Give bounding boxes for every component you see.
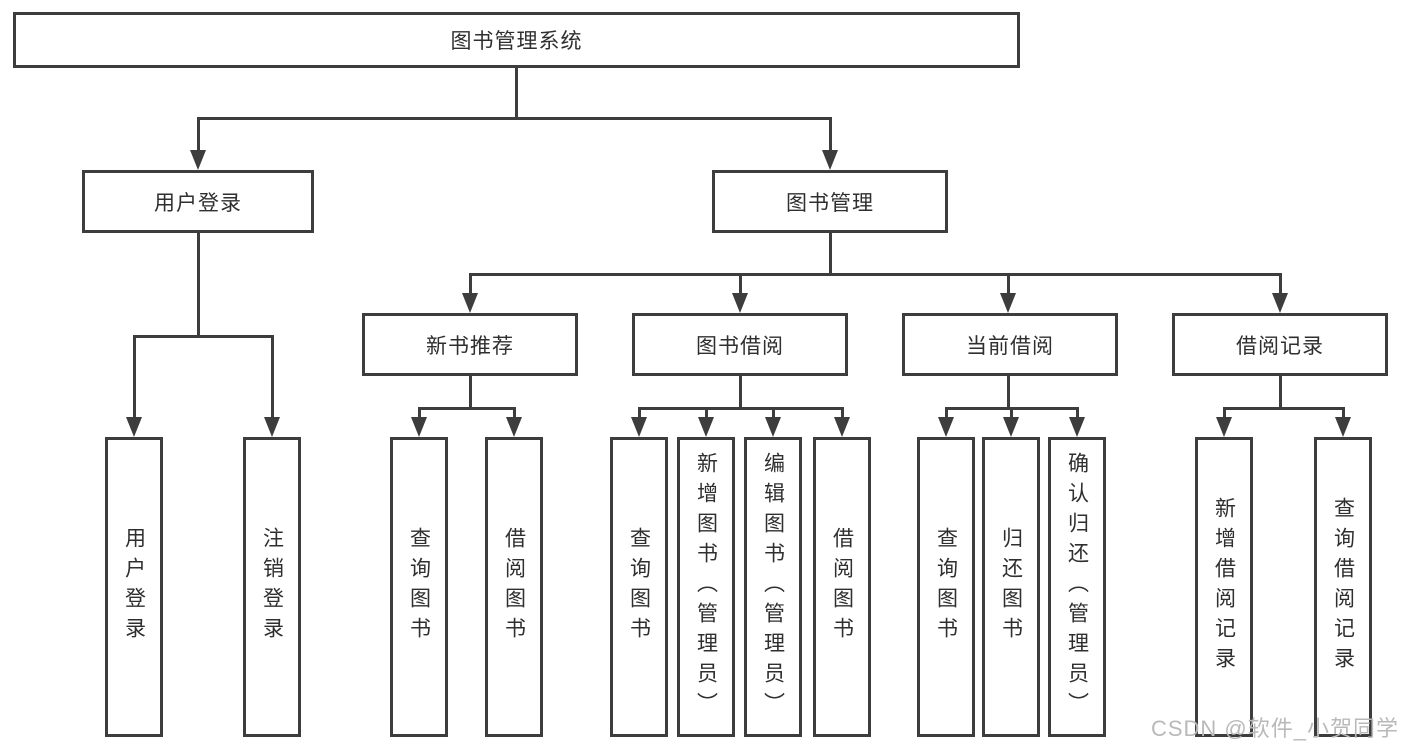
arrowhead-down-icon xyxy=(1000,293,1016,313)
connector-line xyxy=(469,273,1282,276)
leaf-query-books-current: 查询图书 xyxy=(917,437,975,737)
connector-line xyxy=(418,407,421,419)
leaf-query-books-recommend: 查询图书 xyxy=(390,437,448,737)
connector-line xyxy=(133,335,274,338)
connector-line xyxy=(638,407,641,419)
leaf-label: 查询图书 xyxy=(934,527,958,647)
connector-line xyxy=(1279,376,1282,410)
leaf-query-borrow-record: 查询借阅记录 xyxy=(1314,437,1372,737)
node-current-borrow: 当前借阅 xyxy=(902,313,1118,376)
node-book-borrow: 图书借阅 xyxy=(632,313,848,376)
leaf-label: 用户登录 xyxy=(122,527,146,647)
leaf-label: 新增借阅记录 xyxy=(1212,497,1236,677)
connector-line xyxy=(1007,376,1010,410)
connector-line xyxy=(1223,407,1226,419)
connector-line xyxy=(133,335,136,419)
arrowhead-down-icon xyxy=(834,417,850,437)
arrowhead-down-icon xyxy=(631,417,647,437)
leaf-label: 借阅图书 xyxy=(830,527,854,647)
connector-line xyxy=(469,273,472,295)
arrowhead-down-icon xyxy=(1272,293,1288,313)
connector-line xyxy=(469,376,472,410)
connector-line xyxy=(1007,273,1010,295)
arrowhead-down-icon xyxy=(506,417,522,437)
leaf-query-books-borrow: 查询图书 xyxy=(610,437,668,737)
leaf-edit-books-admin: 编辑图书（管理员） xyxy=(744,437,802,737)
connector-line xyxy=(739,273,742,295)
connector-line xyxy=(197,117,200,151)
connector-line xyxy=(705,407,708,419)
leaf-label: 确认归还（管理员） xyxy=(1065,452,1089,722)
connector-line xyxy=(197,233,200,338)
connector-line xyxy=(829,117,832,151)
arrowhead-down-icon xyxy=(938,417,954,437)
connector-line xyxy=(418,407,516,410)
leaf-label: 查询借阅记录 xyxy=(1331,497,1355,677)
arrowhead-down-icon xyxy=(462,293,478,313)
connector-line xyxy=(772,407,775,419)
leaf-label: 编辑图书（管理员） xyxy=(761,452,785,722)
connector-line xyxy=(829,233,832,276)
arrowhead-down-icon xyxy=(732,293,748,313)
connector-line xyxy=(1076,407,1079,419)
leaf-confirm-return-admin: 确认归还（管理员） xyxy=(1048,437,1106,737)
node-borrow-records: 借阅记录 xyxy=(1172,313,1388,376)
node-root-system: 图书管理系统 xyxy=(13,12,1020,68)
leaf-borrow-books: 借阅图书 xyxy=(813,437,871,737)
arrowhead-down-icon xyxy=(698,417,714,437)
arrowhead-down-icon xyxy=(1335,417,1351,437)
leaf-add-books-admin: 新增图书（管理员） xyxy=(677,437,735,737)
connector-line xyxy=(841,407,844,419)
leaf-label: 借阅图书 xyxy=(502,527,526,647)
leaf-borrow-books-recommend: 借阅图书 xyxy=(485,437,543,737)
connector-line xyxy=(1342,407,1345,419)
arrowhead-down-icon xyxy=(822,150,838,170)
arrowhead-down-icon xyxy=(126,417,142,437)
leaf-add-borrow-record: 新增借阅记录 xyxy=(1195,437,1253,737)
leaf-label: 查询图书 xyxy=(407,527,431,647)
leaf-label: 注销登录 xyxy=(260,527,284,647)
arrowhead-down-icon xyxy=(1069,417,1085,437)
connector-line xyxy=(638,407,844,410)
arrowhead-down-icon xyxy=(264,417,280,437)
leaf-label: 归还图书 xyxy=(999,527,1023,647)
connector-line xyxy=(513,407,516,419)
arrowhead-down-icon xyxy=(765,417,781,437)
leaf-logout: 注销登录 xyxy=(243,437,301,737)
connector-line xyxy=(1279,273,1282,295)
connector-line xyxy=(271,335,274,419)
node-new-book-recommend: 新书推荐 xyxy=(362,313,578,376)
connector-line xyxy=(739,376,742,410)
connector-line xyxy=(1010,407,1013,419)
connector-line xyxy=(515,68,518,118)
arrowhead-down-icon xyxy=(190,150,206,170)
node-user-login: 用户登录 xyxy=(82,170,314,233)
connector-line xyxy=(1223,407,1345,410)
arrowhead-down-icon xyxy=(411,417,427,437)
leaf-label: 查询图书 xyxy=(627,527,651,647)
node-book-management: 图书管理 xyxy=(712,170,948,233)
leaf-user-login: 用户登录 xyxy=(105,437,163,737)
arrowhead-down-icon xyxy=(1003,417,1019,437)
arrowhead-down-icon xyxy=(1216,417,1232,437)
connector-line xyxy=(945,407,948,419)
leaf-label: 新增图书（管理员） xyxy=(694,452,718,722)
leaf-return-books: 归还图书 xyxy=(982,437,1040,737)
connector-line xyxy=(197,117,831,120)
